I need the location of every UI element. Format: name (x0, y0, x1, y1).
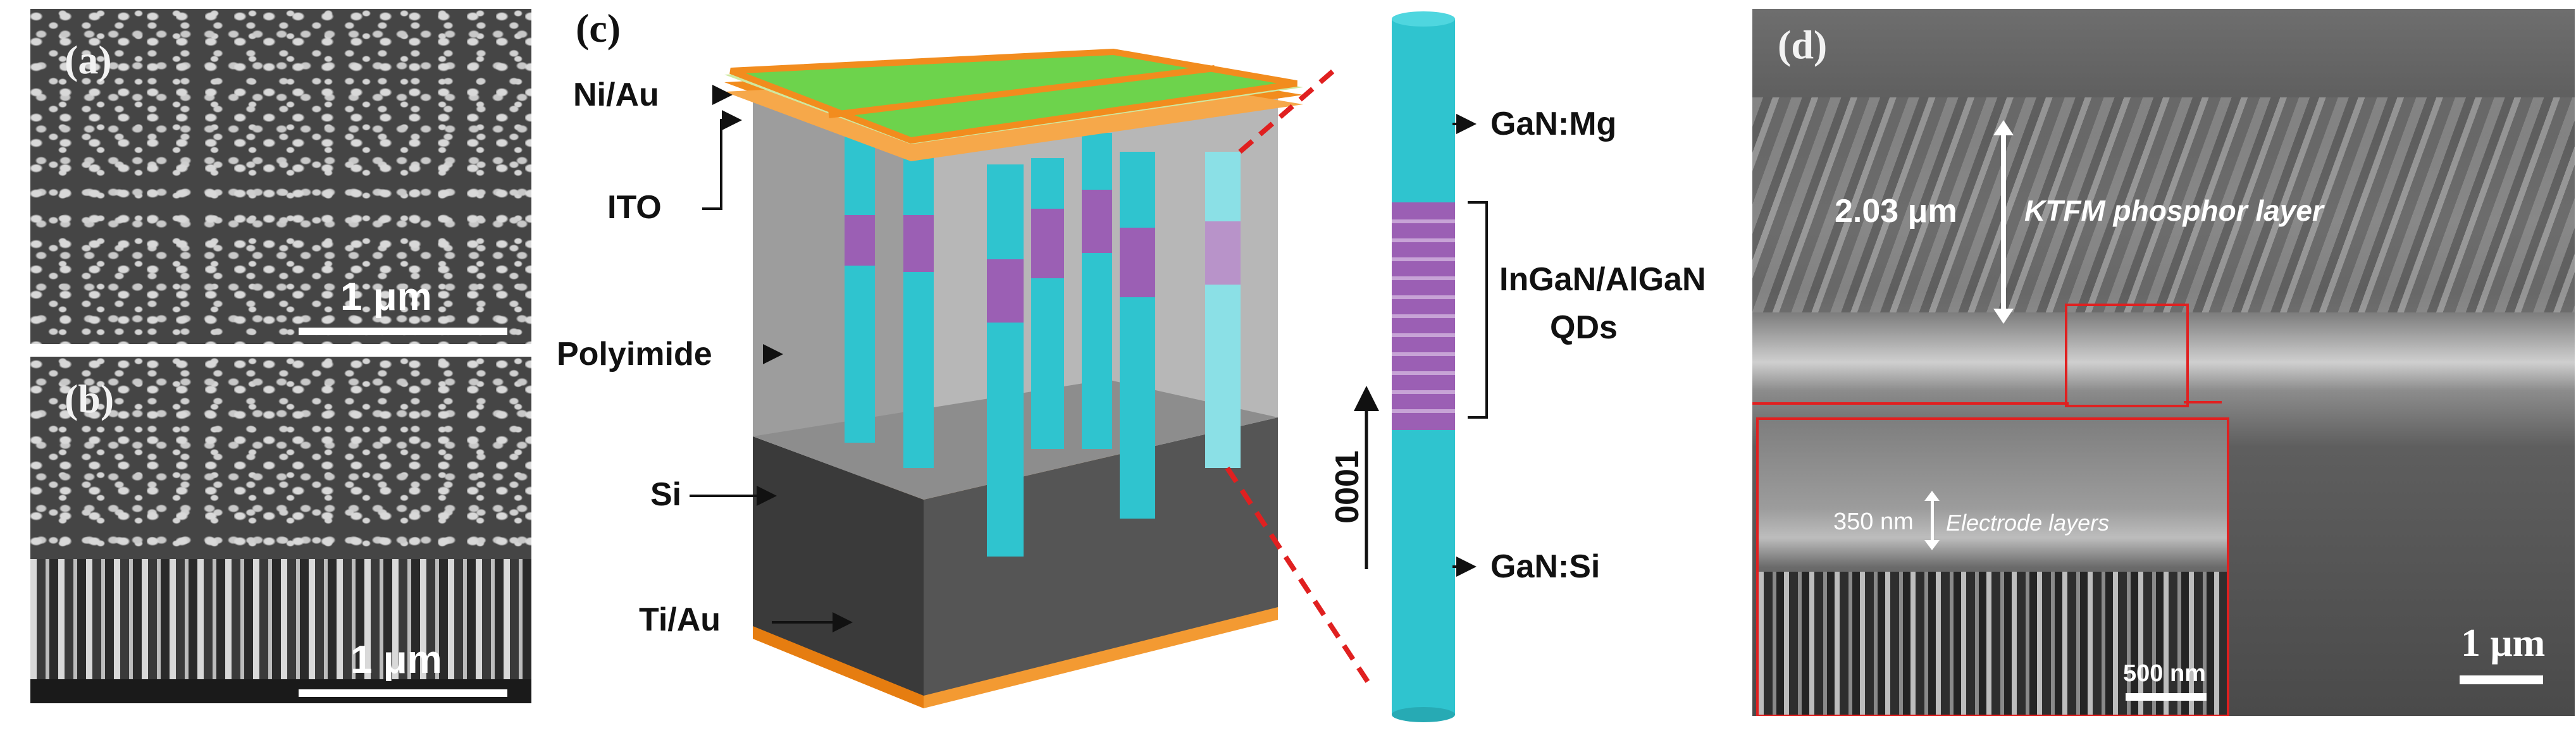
scale-label-a: 1 μm (340, 275, 432, 319)
label-qd-line2: QDs (1550, 309, 1618, 346)
sem-image-b: (b) 1 μm (30, 357, 531, 703)
inset-image: 350 nm Electrode layers 500 nm (1756, 417, 2229, 716)
zoom-line-bottom (1225, 466, 1375, 691)
nanowire (1082, 133, 1112, 449)
nanowire (845, 126, 875, 443)
label-qd-line1: InGaN/AlGaN (1499, 261, 1706, 298)
label-gan-si: GaN:Si (1490, 548, 1601, 585)
scale-bar-b (299, 689, 507, 697)
panel-label-c: (c) (576, 6, 621, 51)
phosphor-layer (1752, 97, 2575, 312)
label-phosphor: KTFM phosphor layer (2024, 194, 2324, 227)
inset-nanowires (1759, 572, 2227, 715)
nanowire (903, 139, 934, 468)
nanowire (1120, 152, 1155, 519)
zoom-box (2065, 304, 2189, 407)
thickness-arrow (2001, 129, 2006, 312)
panel-label-a: (a) (65, 37, 112, 82)
zoom-line-top (1238, 67, 1337, 154)
panel-label-b: (b) (65, 376, 115, 421)
si-left-face (753, 436, 924, 696)
nanowire-array (845, 126, 1241, 557)
single-nanowire (1392, 11, 1455, 722)
label-tiau: Ti/Au (639, 601, 721, 638)
nanowire (1205, 152, 1241, 468)
scale-label-b: 1 μm (350, 638, 442, 682)
scale-bar-a (299, 328, 507, 335)
label-si: Si (650, 476, 682, 513)
label-gan-mg: GaN:Mg (1490, 106, 1617, 142)
label-niau: Ni/Au (573, 77, 659, 113)
polyimide-left-face (753, 101, 924, 500)
label-inset-scale: 500 nm (2123, 660, 2206, 687)
label-electrode: Electrode layers (1946, 510, 2110, 536)
label-thickness: 2.03 μm (1835, 193, 1957, 230)
label-direction: 0001 (1328, 450, 1366, 524)
label-inset-thickness: 350 nm (1833, 508, 1914, 535)
nanowire-sidewall (30, 559, 531, 686)
scale-bar-d (2460, 675, 2543, 684)
label-ito: ITO (607, 189, 662, 226)
device-schematic (724, 48, 1375, 708)
inset-scale-bar (2126, 693, 2207, 701)
sem-image-d: (d) 2.03 μm KTFM phosphor layer 350 nm E… (1752, 9, 2575, 716)
panel-label-d: (d) (1778, 22, 1828, 67)
label-polyimide: Polyimide (557, 336, 712, 372)
nanowire (1031, 158, 1064, 449)
sem-image-a: (a) 1 μm (30, 9, 531, 344)
nanowire (987, 164, 1024, 557)
scale-label-d: 1 μm (2461, 622, 2546, 665)
